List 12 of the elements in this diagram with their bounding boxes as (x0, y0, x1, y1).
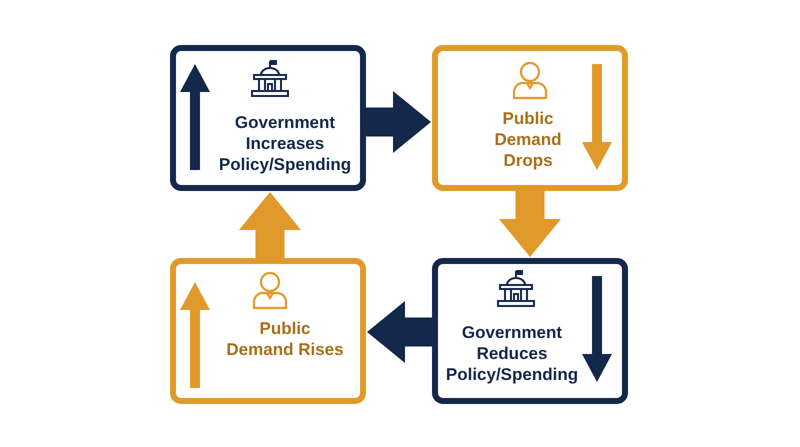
process-box (170, 45, 366, 191)
box-label: Public Demand Drops (493, 108, 563, 171)
process-box (170, 258, 366, 404)
process-box (432, 258, 628, 404)
process-box (432, 45, 628, 191)
box-label: Government Increases Policy/Spending (218, 112, 352, 175)
box-label: Public Demand Rises (225, 318, 345, 360)
block-arrow (499, 191, 561, 257)
box-label: Government Reduces Policy/Spending (444, 322, 580, 385)
block-arrow (366, 91, 431, 153)
block-arrow (367, 301, 432, 363)
block-arrow (239, 192, 301, 258)
